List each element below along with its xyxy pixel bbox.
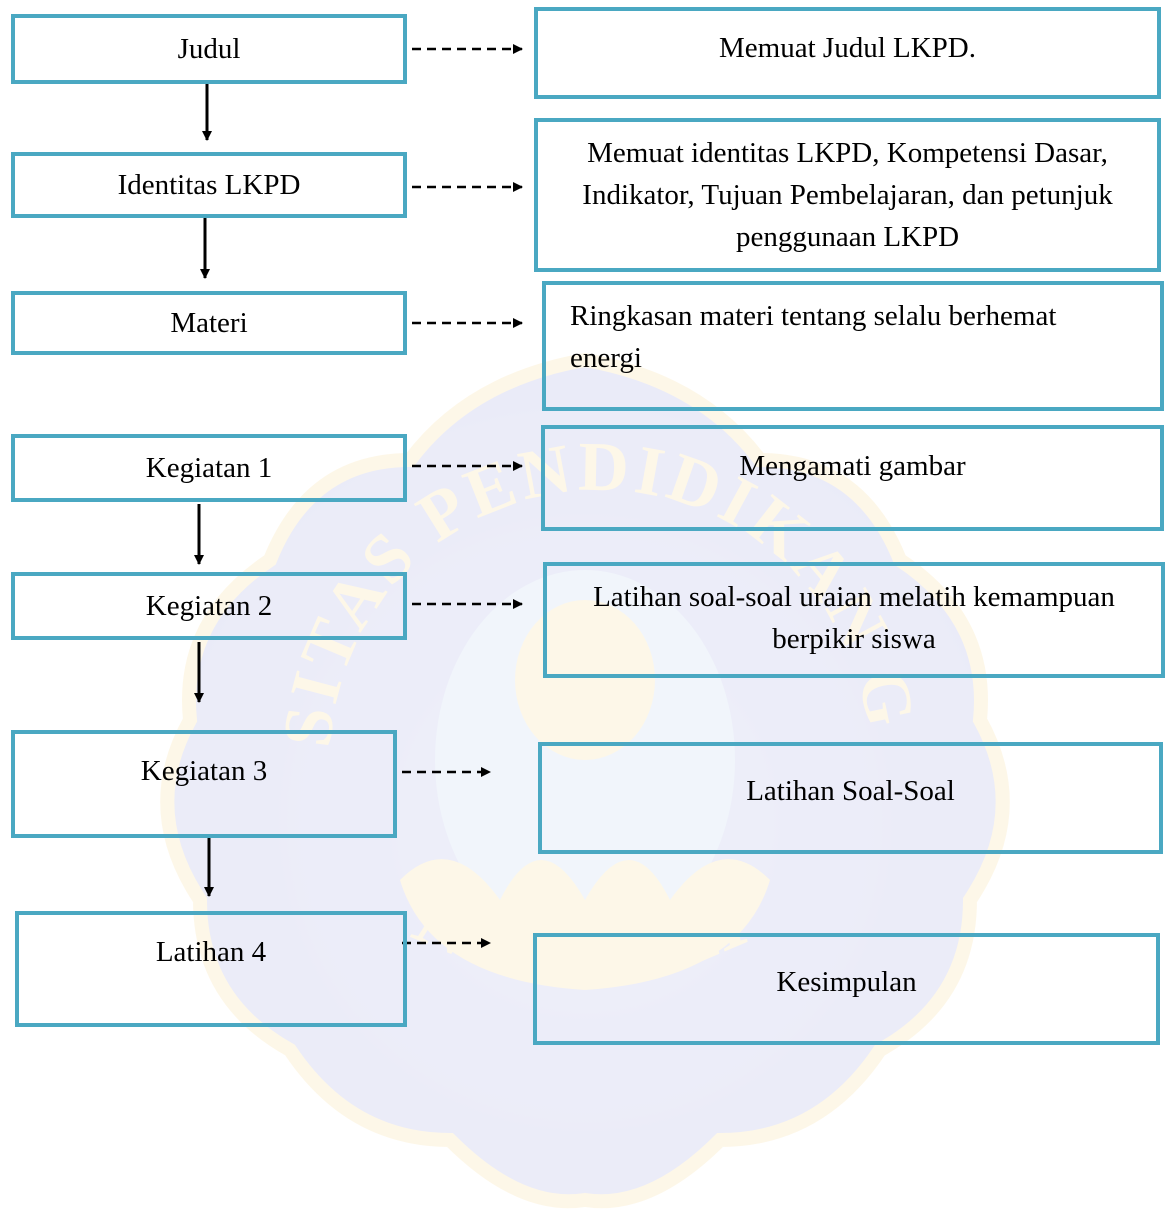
box-latihan-4: Latihan 4 bbox=[15, 911, 407, 1027]
box-desc-latihan-4: Kesimpulan bbox=[533, 933, 1160, 1045]
box-latihan-4-label: Latihan 4 bbox=[155, 936, 267, 968]
box-desc-kegiatan-1: Mengamati gambar bbox=[541, 425, 1164, 531]
box-kegiatan-3: Kegiatan 3 bbox=[11, 730, 397, 838]
box-kegiatan-2: Kegiatan 2 bbox=[11, 572, 407, 640]
box-identitas-lkpd-label: Identitas LKPD bbox=[117, 168, 301, 201]
box-materi-label: Materi bbox=[170, 306, 248, 339]
box-kegiatan-2-label: Kegiatan 2 bbox=[145, 589, 273, 622]
box-desc-identitas-text: Memuat identitas LKPD, Kompetensi Dasar,… bbox=[582, 136, 1113, 254]
box-desc-materi-text: Ringkasan materi tentang selalu berhemat… bbox=[570, 300, 1057, 375]
box-kegiatan-3-label: Kegiatan 3 bbox=[140, 755, 268, 787]
box-kegiatan-1-label: Kegiatan 1 bbox=[145, 451, 273, 484]
box-materi: Materi bbox=[11, 291, 407, 355]
box-desc-kegiatan-2: Latihan soal-soal uraian melatih kemampu… bbox=[543, 562, 1165, 678]
box-desc-judul-text: Memuat Judul LKPD. bbox=[719, 32, 976, 64]
box-desc-kegiatan-1-text: Mengamati gambar bbox=[739, 450, 966, 482]
watermark-lotus-shape bbox=[400, 859, 770, 990]
box-desc-judul: Memuat Judul LKPD. bbox=[534, 7, 1161, 99]
box-judul: Judul bbox=[11, 14, 407, 84]
box-desc-kegiatan-2-text: Latihan soal-soal uraian melatih kemampu… bbox=[593, 581, 1115, 656]
box-kegiatan-1: Kegiatan 1 bbox=[11, 434, 407, 502]
watermark-figure-shape bbox=[435, 570, 735, 950]
box-desc-latihan-4-text: Kesimpulan bbox=[776, 966, 917, 998]
box-desc-identitas: Memuat identitas LKPD, Kompetensi Dasar,… bbox=[534, 118, 1161, 272]
box-desc-materi: Ringkasan materi tentang selalu berhemat… bbox=[542, 281, 1164, 411]
box-judul-label: Judul bbox=[177, 32, 241, 65]
watermark-emblem-shape bbox=[160, 352, 1010, 1209]
box-desc-kegiatan-3-text: Latihan Soal-Soal bbox=[746, 775, 955, 807]
box-desc-kegiatan-3: Latihan Soal-Soal bbox=[538, 742, 1163, 854]
box-identitas-lkpd: Identitas LKPD bbox=[11, 152, 407, 218]
